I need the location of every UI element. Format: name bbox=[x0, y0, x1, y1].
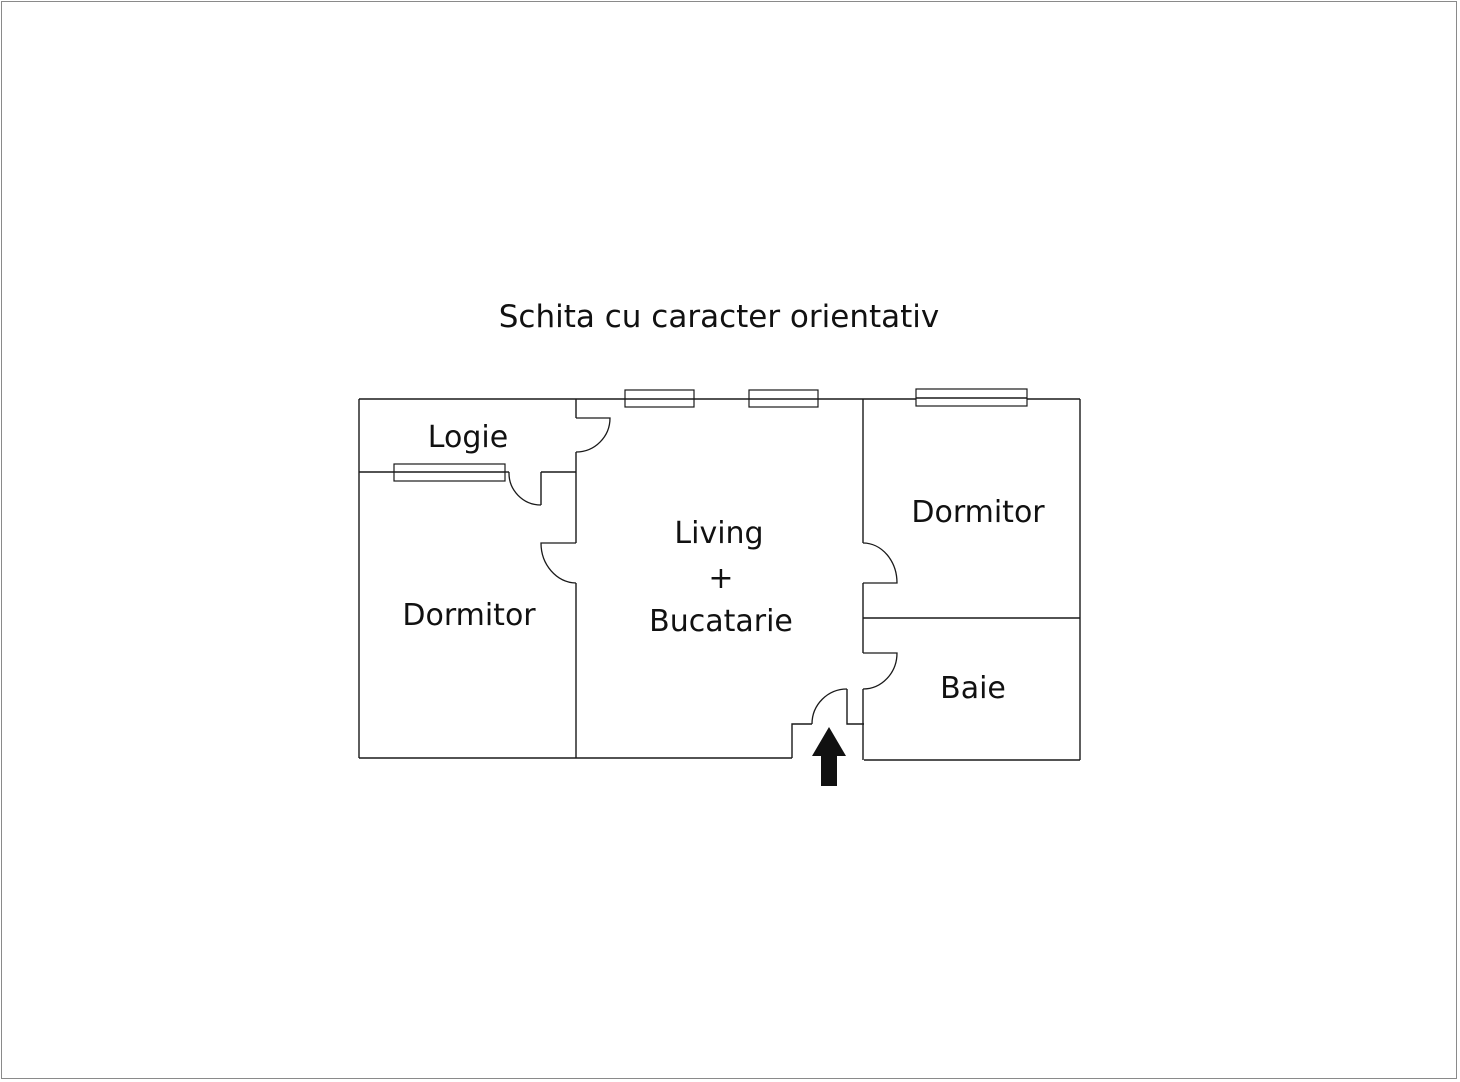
door-baie bbox=[862, 652, 898, 690]
door-dormitor-left bbox=[540, 542, 577, 584]
room-label-bucatarie: Bucatarie bbox=[649, 604, 793, 639]
entrance-niche-left bbox=[791, 723, 812, 758]
window-living-2 bbox=[748, 389, 819, 408]
room-label-baie: Baie bbox=[940, 671, 1006, 706]
plan-title: Schita cu caracter orientativ bbox=[499, 299, 940, 335]
room-label-plus: + bbox=[708, 561, 733, 596]
room-label-dormitor-left: Dormitor bbox=[402, 598, 536, 633]
entrance-niche-right bbox=[846, 689, 864, 725]
window-logie bbox=[393, 463, 506, 482]
door-dormitor-right bbox=[862, 542, 898, 584]
room-label-dormitor-right: Dormitor bbox=[911, 495, 1045, 530]
windows bbox=[393, 388, 1028, 482]
window-living-1 bbox=[624, 389, 695, 408]
doors bbox=[508, 417, 898, 725]
door-logie-dormitor bbox=[508, 471, 542, 506]
arrow-up-icon bbox=[812, 727, 846, 786]
room-label-logie: Logie bbox=[428, 420, 508, 455]
window-dormitor-right bbox=[915, 388, 1028, 407]
door-entrance bbox=[811, 688, 848, 725]
door-logie-living bbox=[575, 417, 611, 453]
room-label-living: Living bbox=[674, 516, 763, 551]
